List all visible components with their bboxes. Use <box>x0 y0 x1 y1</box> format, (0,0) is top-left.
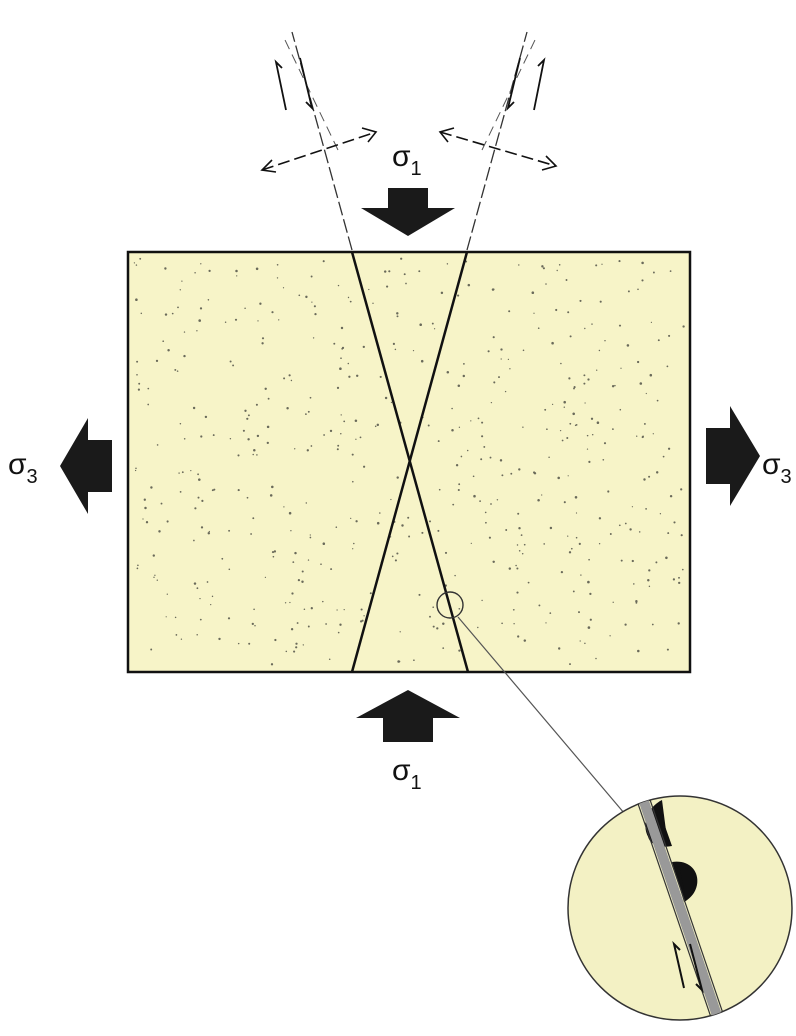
fault-extension-right-parallel <box>481 39 536 151</box>
sigma3-left-arrow <box>60 418 112 514</box>
extension-arrow-right <box>438 127 558 171</box>
detail-leader-line <box>457 616 631 821</box>
sigma1-top-arrow <box>361 188 455 236</box>
fault-line-right-dipping <box>350 251 469 673</box>
sigma3-right-label: σ3 <box>762 448 792 488</box>
sigma3-right-arrow <box>706 406 760 506</box>
shear-sense-arrows-left <box>274 57 314 111</box>
magnified-inset <box>567 795 793 1021</box>
rock-stipple <box>133 257 685 666</box>
detail-locator-circle <box>436 591 464 619</box>
sigma1-bottom-label: σ1 <box>392 754 422 794</box>
sigma3-left-label: σ3 <box>8 448 38 488</box>
extension-arrow-left <box>260 127 378 173</box>
sigma1-bottom-arrow <box>356 690 460 742</box>
sigma1-top-label: σ1 <box>392 140 422 180</box>
shear-sense-arrows-right <box>506 57 546 111</box>
inset-fault-zone <box>635 796 727 1020</box>
inset-shear-arrows <box>672 940 704 994</box>
fault-extension-left-parallel <box>284 39 339 151</box>
